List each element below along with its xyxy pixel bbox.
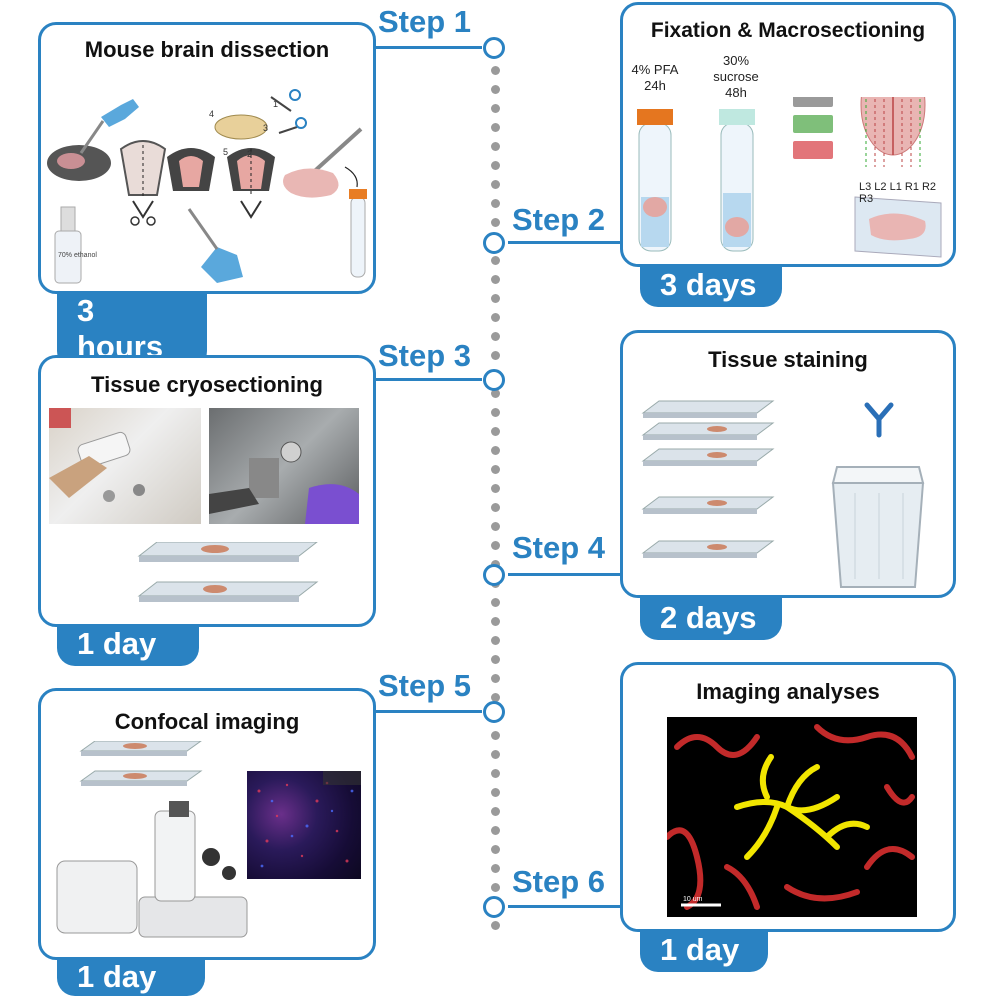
step4-duration: 2 days bbox=[640, 598, 782, 640]
timeline-dot bbox=[491, 864, 500, 873]
timeline-dot bbox=[491, 123, 500, 132]
staining-illustration bbox=[641, 400, 925, 588]
step6-duration: 1 day bbox=[640, 930, 768, 972]
cryostat-photo-right bbox=[209, 408, 359, 524]
timeline-dot bbox=[491, 142, 500, 151]
timeline-dot bbox=[491, 313, 500, 322]
step5-node bbox=[483, 701, 505, 723]
step3-node bbox=[483, 369, 505, 391]
timeline-dot bbox=[491, 427, 500, 436]
step3-connector bbox=[376, 378, 482, 381]
step1-label: Step 1 bbox=[378, 4, 472, 39]
timeline-dot bbox=[491, 845, 500, 854]
timeline-dot bbox=[491, 408, 500, 417]
step6-title: Imaging analyses bbox=[696, 679, 880, 704]
scale-bar-label: 10 um bbox=[683, 896, 703, 903]
confocal-image bbox=[247, 771, 361, 879]
timeline-dot bbox=[491, 921, 500, 930]
timeline-dot bbox=[491, 389, 500, 398]
step1-title: Mouse brain dissection bbox=[84, 37, 330, 62]
cryostat-photo-left bbox=[49, 408, 201, 524]
svg-text:5: 5 bbox=[223, 147, 228, 157]
timeline-dot bbox=[491, 332, 500, 341]
timeline-dot bbox=[491, 617, 500, 626]
step4-card: Tissue staining bbox=[620, 330, 956, 598]
step5-label: Step 5 bbox=[378, 668, 472, 703]
timeline-dot bbox=[491, 503, 500, 512]
timeline-dot bbox=[491, 731, 500, 740]
fixation-illustration bbox=[637, 97, 942, 258]
section-labels: L3 L2 L1 R1 R2 R3 bbox=[859, 181, 937, 205]
ethanol-label: 70% ethanol bbox=[58, 252, 97, 259]
step2-label: Step 2 bbox=[512, 202, 606, 237]
svg-text:2: 2 bbox=[247, 149, 252, 159]
timeline-dot bbox=[491, 807, 500, 816]
timeline-dot bbox=[491, 826, 500, 835]
timeline-dot bbox=[491, 256, 500, 265]
timeline-dot bbox=[491, 636, 500, 645]
microscope-illustration bbox=[56, 741, 248, 938]
timeline-dot bbox=[491, 598, 500, 607]
dissection-illustration: 4 1 3 5 2 70% ethanol bbox=[47, 89, 367, 284]
timeline-dot bbox=[491, 180, 500, 189]
step2-card: Fixation & Macrosectioning 4% PFA 24h 30… bbox=[620, 2, 956, 267]
timeline-dot bbox=[491, 294, 500, 303]
timeline-dot bbox=[491, 66, 500, 75]
timeline-dot bbox=[491, 465, 500, 474]
imaging-analysis-render: 10 um bbox=[667, 717, 917, 917]
timeline-dot bbox=[491, 104, 500, 113]
timeline-dot bbox=[491, 541, 500, 550]
timeline-dot bbox=[491, 769, 500, 778]
step4-label: Step 4 bbox=[512, 530, 606, 565]
timeline-dot bbox=[491, 218, 500, 227]
step5-card: Confocal imaging bbox=[38, 688, 376, 960]
pfa-label: 4% PFA 24h bbox=[631, 62, 679, 93]
step2-title: Fixation & Macrosectioning bbox=[650, 19, 926, 42]
step3-duration: 1 day bbox=[57, 624, 199, 666]
slides-illustration bbox=[137, 542, 319, 602]
timeline-dot bbox=[491, 351, 500, 360]
step3-title: Tissue cryosectioning bbox=[91, 372, 323, 397]
timeline-dot bbox=[491, 161, 500, 170]
step1-connector bbox=[376, 46, 482, 49]
step6-label: Step 6 bbox=[512, 864, 606, 899]
timeline-dot bbox=[491, 446, 500, 455]
timeline-dot bbox=[491, 522, 500, 531]
step2-connector bbox=[508, 241, 620, 244]
step4-title: Tissue staining bbox=[708, 347, 868, 372]
timeline-dot bbox=[491, 655, 500, 664]
timeline-dot bbox=[491, 883, 500, 892]
step2-node bbox=[483, 232, 505, 254]
step6-connector bbox=[508, 905, 620, 908]
cut-number-4: 4 bbox=[209, 109, 214, 119]
step4-connector bbox=[508, 573, 620, 576]
step4-node bbox=[483, 564, 505, 586]
step1-node bbox=[483, 37, 505, 59]
step3-label: Step 3 bbox=[378, 338, 472, 373]
step1-card: Mouse brain dissection 4 1 3 bbox=[38, 22, 376, 294]
step2-duration: 3 days bbox=[640, 265, 782, 307]
step5-title: Confocal imaging bbox=[114, 709, 300, 734]
step5-duration: 1 day bbox=[57, 957, 205, 996]
timeline-dot bbox=[491, 674, 500, 683]
sucrose-label: 30% sucrose 48h bbox=[713, 53, 759, 100]
timeline-dot bbox=[491, 85, 500, 94]
timeline-dot bbox=[491, 750, 500, 759]
svg-text:1: 1 bbox=[273, 99, 278, 109]
step6-card: Imaging analyses 10 um bbox=[620, 662, 956, 932]
timeline-dot bbox=[491, 484, 500, 493]
step5-connector bbox=[376, 710, 482, 713]
timeline-dot bbox=[491, 693, 500, 702]
timeline-dot bbox=[491, 199, 500, 208]
timeline-dot bbox=[491, 275, 500, 284]
step3-card: Tissue cryosectioning bbox=[38, 355, 376, 627]
step6-node bbox=[483, 896, 505, 918]
svg-text:3: 3 bbox=[263, 123, 268, 133]
timeline-dot bbox=[491, 788, 500, 797]
